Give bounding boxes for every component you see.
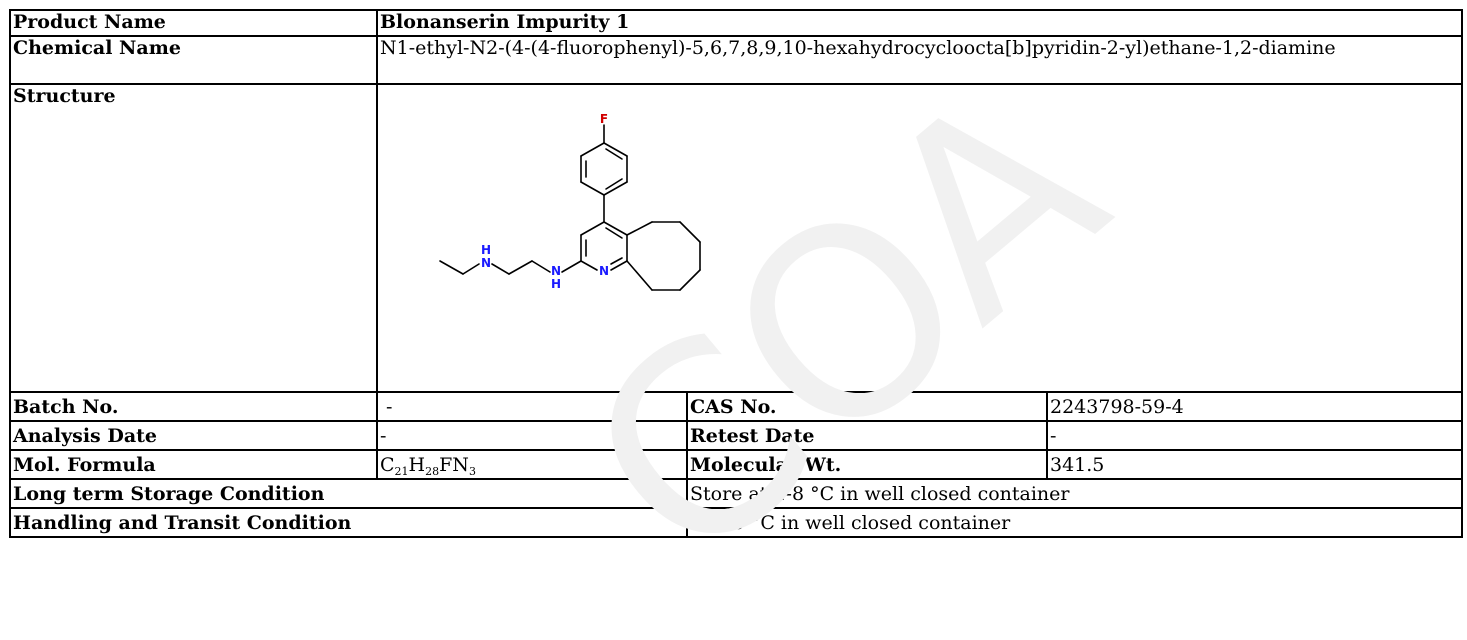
formula-c: C (380, 453, 395, 476)
transit-label: Handling and Transit Condition (9, 507, 688, 538)
structure-label: Structure (9, 83, 378, 393)
analysis-date-label: Analysis Date (9, 420, 378, 451)
bond (603, 221, 628, 236)
structure-drawing: F N N H N H (439, 112, 701, 291)
atom-fluorine: F (600, 112, 608, 126)
batch-row: Batch No. - CAS No. 2243798-59-4 (9, 391, 1463, 422)
bond (679, 221, 701, 243)
bond (605, 178, 623, 190)
cas-label: CAS No. (686, 391, 1048, 422)
formula-fn: FN (439, 453, 469, 476)
analysis-date-value: - (376, 420, 688, 451)
bond (679, 269, 701, 291)
bond (603, 181, 628, 196)
bond (580, 142, 605, 157)
product-name-label: Product Name (9, 9, 378, 37)
bond (605, 148, 623, 160)
bond (605, 227, 623, 239)
batch-value: - (376, 391, 688, 422)
mol-wt-label: Molecular Wt. (686, 449, 1048, 480)
coa-table: Product Name Blonanserin Impurity 1 Chem… (9, 9, 1463, 538)
date-row: Analysis Date - Retest Date - (9, 420, 1463, 451)
bond (439, 260, 464, 275)
formula-row: Mol. Formula C21H28FN3 Molecular Wt. 341… (9, 449, 1463, 480)
bond (626, 260, 653, 291)
storage-row: Long term Storage Condition Store at 2-8… (9, 478, 1463, 509)
formula-h: H (408, 453, 426, 476)
formula-c-count: 21 (394, 464, 409, 478)
atom-amine-top: N (481, 256, 491, 270)
mol-formula-label: Mol. Formula (9, 449, 378, 480)
transit-row: Handling and Transit Condition 25-30 °C … (9, 507, 1463, 538)
chemical-name-label: Chemical Name (9, 35, 378, 85)
atom-pyridine-nitrogen: N (599, 264, 609, 278)
chemical-name-value: N1-ethyl-N2-(4-(4-fluorophenyl)-5,6,7,8,… (376, 35, 1463, 85)
formula-n-count: 3 (468, 464, 476, 478)
atom-amine-bottom: N (551, 264, 561, 278)
atom-amine-bottom-h: H (551, 277, 561, 291)
structure-cell: F N N H N H (376, 83, 1463, 393)
retest-date-label: Retest Date (686, 420, 1048, 451)
bond (491, 263, 510, 275)
cas-value: 2243798-59-4 (1046, 391, 1463, 422)
bond (462, 263, 480, 275)
bond (580, 260, 598, 271)
atom-amine-top-h: H (481, 243, 491, 257)
structure-row: Structure (9, 83, 1463, 393)
mol-formula-value: C21H28FN3 (376, 449, 688, 480)
storage-value: Store at 2-8 °C in well closed container (686, 478, 1463, 509)
formula-h-count: 28 (425, 464, 440, 478)
bond (610, 257, 623, 265)
retest-date-value: - (1046, 420, 1463, 451)
bond (508, 260, 533, 275)
transit-value: 25-30 °C in well closed container (686, 507, 1463, 538)
bond (561, 260, 582, 273)
chemical-name-row: Chemical Name N1-ethyl-N2-(4-(4-fluoroph… (9, 35, 1463, 85)
bond (580, 221, 605, 236)
batch-label: Batch No. (9, 391, 378, 422)
storage-label: Long term Storage Condition (9, 478, 688, 509)
bond (610, 260, 628, 271)
bond (603, 142, 628, 157)
mol-wt-value: 341.5 (1046, 449, 1463, 480)
product-name-row: Product Name Blonanserin Impurity 1 (9, 9, 1463, 37)
product-name-value: Blonanserin Impurity 1 (376, 9, 1463, 37)
bond (580, 181, 605, 196)
bond (531, 260, 551, 273)
bond (626, 221, 653, 236)
